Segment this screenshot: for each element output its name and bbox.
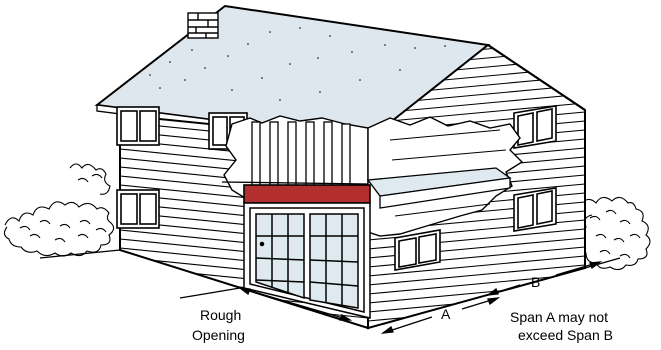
label-note-line2: exceed Span B bbox=[518, 327, 613, 343]
header-beam bbox=[244, 185, 370, 203]
label-rough: Rough bbox=[200, 307, 241, 323]
shrub-right bbox=[580, 197, 650, 269]
window-side-upper bbox=[514, 106, 556, 148]
label-span-b: B bbox=[531, 274, 540, 290]
window-side-cutaway bbox=[395, 230, 440, 270]
chimney bbox=[188, 13, 218, 38]
label-span-a: A bbox=[441, 306, 451, 322]
label-note-line1: Span A may not bbox=[510, 309, 608, 325]
shrub-left bbox=[4, 164, 113, 256]
label-opening: Opening bbox=[192, 327, 245, 343]
window-upper-left bbox=[117, 107, 159, 145]
french-doors bbox=[244, 203, 370, 318]
window-side-lower bbox=[514, 188, 556, 231]
window-lower-left bbox=[117, 190, 159, 228]
